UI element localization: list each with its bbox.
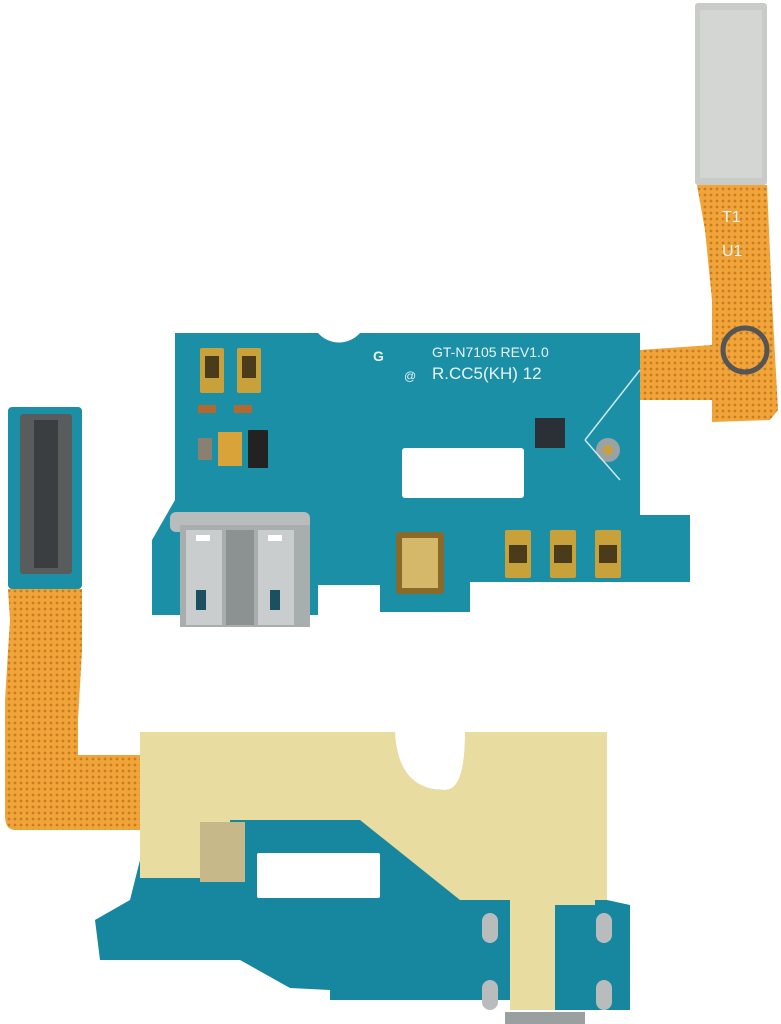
bottom-pcb	[95, 732, 630, 1024]
top-flex-cable	[640, 3, 778, 422]
circle-mark-icon	[720, 325, 770, 375]
top-pcb	[152, 333, 690, 627]
silkscreen-revision: R.CC5(KH) 12	[432, 364, 542, 383]
logo-at: @	[404, 369, 416, 383]
logo-mark: G	[373, 348, 384, 364]
gold-plating	[140, 732, 607, 1010]
left-flex-cable	[5, 407, 145, 830]
silkscreen-model: GT-N7105 REV1.0	[432, 344, 549, 360]
flex-label-t1: T1	[722, 209, 741, 226]
ic-chip	[535, 418, 565, 448]
flex-label-u1: U1	[722, 243, 743, 260]
